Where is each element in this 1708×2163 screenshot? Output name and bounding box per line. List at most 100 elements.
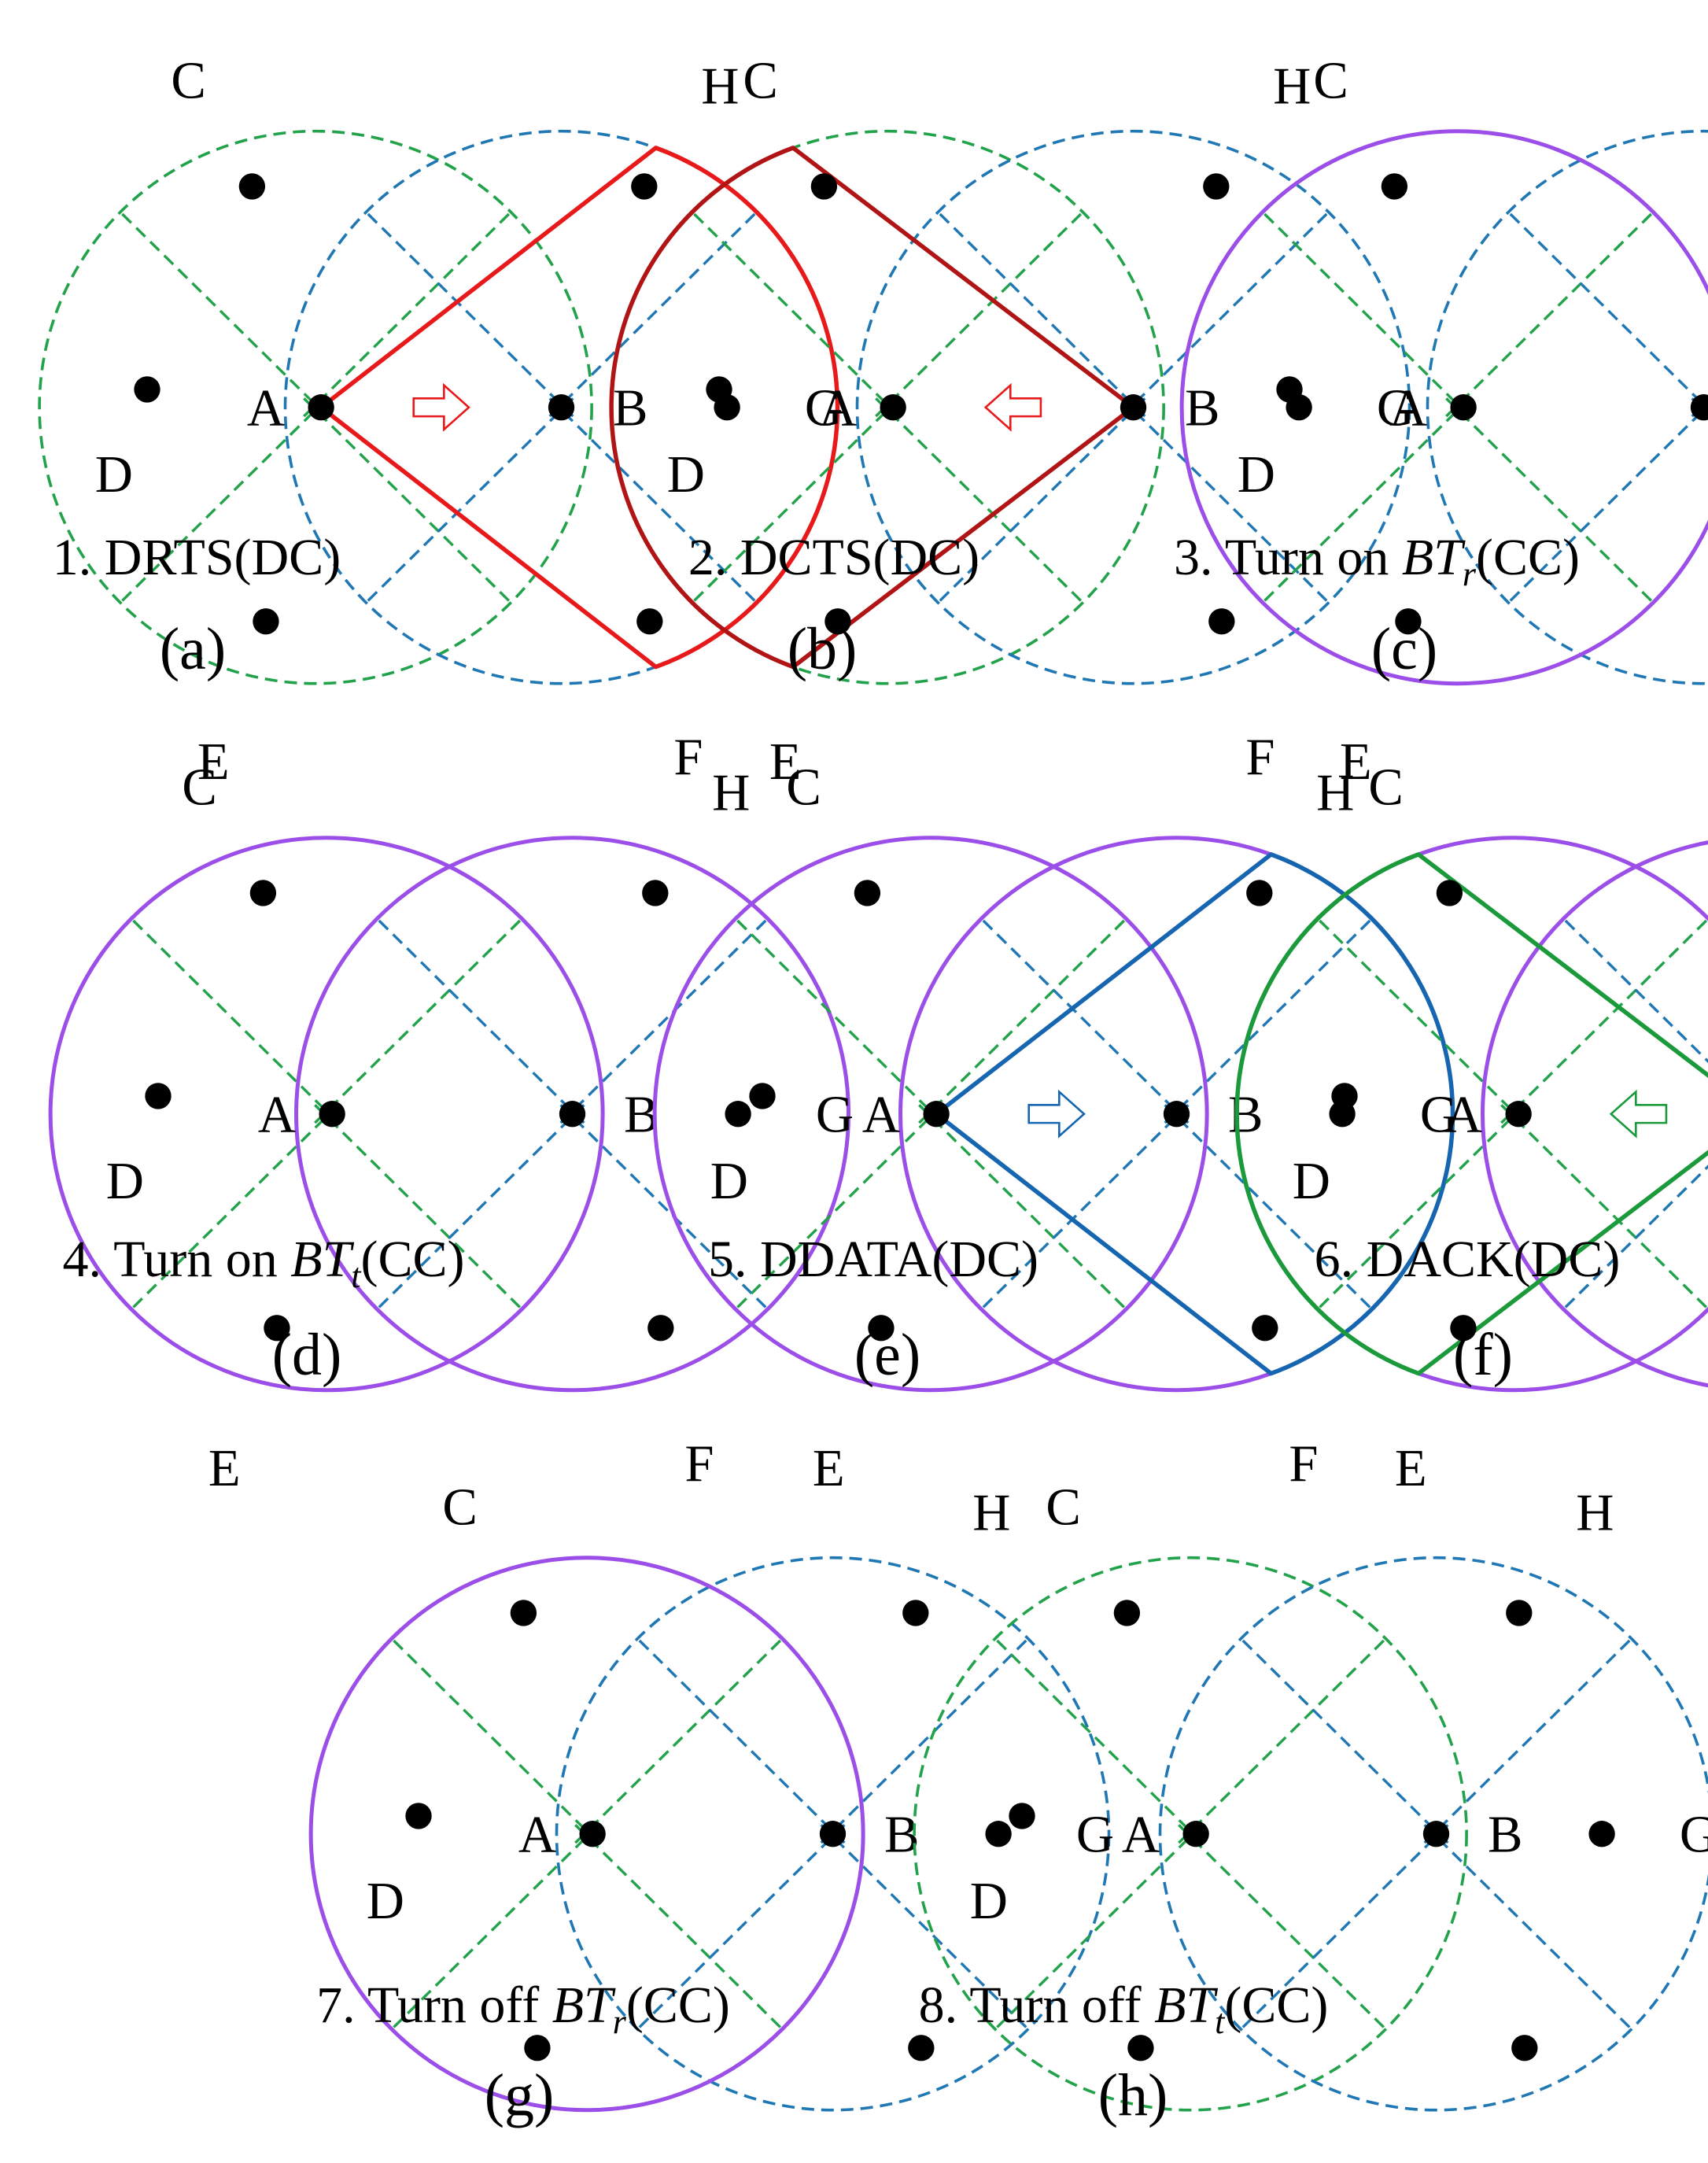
node-label-C: C [1313, 53, 1348, 110]
node-dot-C [810, 173, 838, 200]
node-label-E: E [208, 1440, 241, 1497]
hatch-B-0 [640, 1641, 847, 1845]
hatch-A-1 [574, 1641, 780, 1845]
hatch-B-1 [1690, 214, 1708, 419]
caption-suffix: (CC) [626, 1977, 730, 2034]
node-label-H: H [712, 765, 750, 822]
hatch-A-2 [737, 1103, 944, 1308]
node-label-F: F [673, 729, 703, 787]
node-dot-C [238, 173, 266, 200]
node-label-E: E [197, 733, 230, 791]
node-label-B: B [1228, 1087, 1263, 1144]
hatch-A-2 [122, 397, 329, 601]
panel-tag-d: (d) [272, 1322, 342, 1388]
panel-tag-a: (a) [160, 616, 226, 682]
caption-sub: t [351, 1257, 362, 1295]
node-dot-G [725, 1101, 751, 1128]
caption-bt: BT [552, 1977, 616, 2034]
node-dot-D [134, 376, 160, 403]
hatch-B-3 [548, 397, 754, 601]
node-label-F: F [1548, 2156, 1577, 2159]
hatch-A-2 [393, 1823, 600, 2028]
panel-tag-h: (h) [1098, 2062, 1168, 2128]
node-label-H: H [701, 58, 739, 116]
node-dot-F [908, 2035, 935, 2061]
caption-sub: r [613, 2002, 627, 2041]
node-dot-E [824, 608, 851, 635]
node-dot-A [1182, 1821, 1209, 1847]
caption-g: 7. Turn off BTr(CC) [316, 1977, 730, 2041]
node-label-C: C [1046, 1479, 1080, 1537]
hatch-A-2 [1319, 1103, 1526, 1308]
panel-tag-f: (f) [1453, 1322, 1513, 1388]
caption-text: 1. DRTS(DC) [53, 529, 341, 586]
hatch-B-3 [1163, 1103, 1370, 1308]
node-dot-B [1422, 1821, 1450, 1847]
node-dot-F [1511, 2035, 1538, 2061]
node-dot-D [1331, 1083, 1358, 1109]
hatch-A-0 [737, 921, 944, 1125]
node-label-A: A [819, 380, 857, 437]
hatch-A-2 [997, 1823, 1204, 2028]
busy-tone-A [1182, 131, 1708, 684]
busy-tone-B [297, 838, 849, 1390]
node-dot-A [319, 1101, 345, 1128]
node-dot-C [510, 1600, 537, 1626]
node-label-A: A [247, 380, 285, 437]
node-dot-F [1208, 608, 1235, 635]
panel-tag-c: (c) [1371, 616, 1437, 682]
caption-suffix: (CC) [1476, 529, 1580, 586]
node-label-E: E [813, 1440, 845, 1497]
node-dot-A [1450, 394, 1477, 421]
caption-e: 5. DDATA(DC) [708, 1231, 1038, 1288]
node-dot-E [868, 1315, 895, 1342]
node-label-D: D [95, 446, 133, 504]
busy-tone-A [655, 838, 1207, 1390]
hatch-A-1 [874, 214, 1081, 419]
hatch-B-0 [379, 921, 586, 1125]
node-label-E: E [1395, 1440, 1427, 1497]
node-label-D: D [106, 1153, 144, 1210]
node-label-A: A [1389, 380, 1427, 437]
caption-text: 2. DCTS(DC) [688, 529, 979, 586]
node-dot-D [1009, 1803, 1035, 1829]
node-label-F: F [1245, 729, 1275, 787]
tx-range-B [557, 1558, 1109, 2110]
node-dot-D [706, 376, 732, 403]
node-dot-E [1450, 1315, 1477, 1342]
hatch-B-3 [559, 1103, 765, 1308]
node-label-F: F [684, 1436, 714, 1493]
hatch-B-0 [940, 214, 1147, 419]
hatch-B-0 [1243, 1641, 1450, 1845]
hatch-A-3 [874, 397, 1081, 601]
panel-tag-g: (g) [485, 2062, 555, 2128]
hatch-B-1 [1422, 1641, 1629, 1845]
hatch-A-3 [1500, 1103, 1706, 1308]
tx-range-B [858, 131, 1410, 684]
caption-sub: r [1463, 555, 1477, 593]
node-dot-C [1113, 1600, 1141, 1626]
node-label-B: B [613, 380, 647, 437]
node-label-A: A [862, 1087, 900, 1144]
node-dot-F [636, 608, 663, 635]
hatch-B-3 [819, 1823, 1026, 2028]
beam-dcts [611, 148, 1133, 667]
node-dot-G [985, 1821, 1012, 1847]
node-dot-A [308, 394, 334, 421]
caption-a: 1. DRTS(DC) [53, 529, 341, 586]
arrow-right [1029, 1092, 1084, 1136]
node-dot-F [647, 1315, 674, 1342]
hatch-B-2 [640, 1823, 847, 2028]
hatch-B-1 [1120, 214, 1326, 419]
node-label-D: D [667, 446, 705, 504]
node-label-D: D [710, 1153, 748, 1210]
hatch-B-0 [983, 921, 1190, 1125]
hatch-A-0 [1319, 921, 1526, 1125]
node-dot-C [854, 880, 881, 906]
node-dot-B [1690, 394, 1708, 421]
hatch-A-2 [694, 397, 901, 601]
